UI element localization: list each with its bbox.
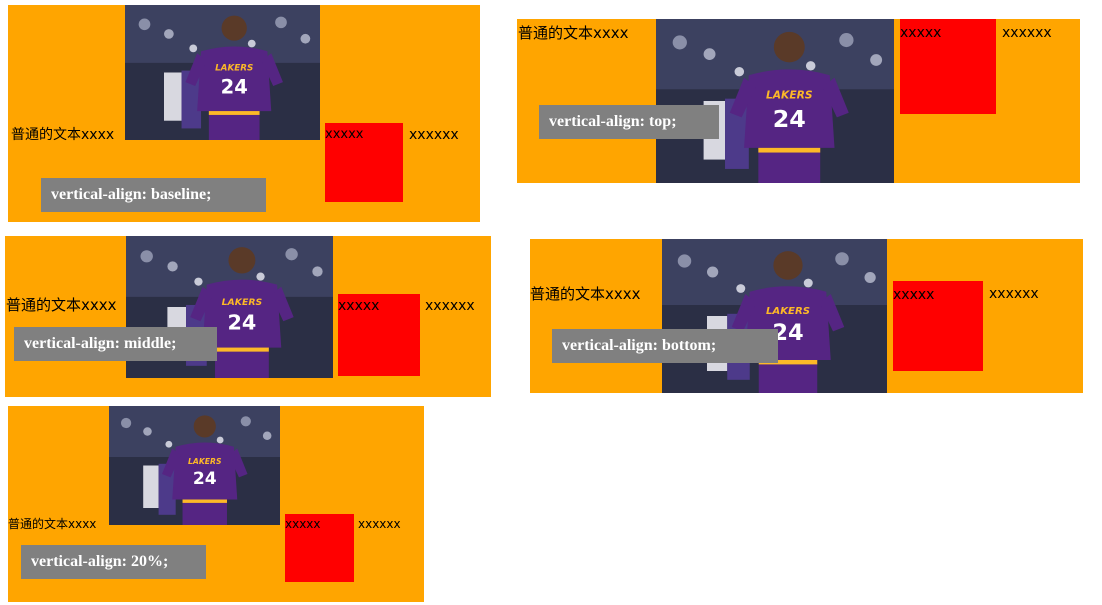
- player-photo-image: LAKERS 24: [656, 19, 894, 183]
- svg-text:24: 24: [228, 311, 257, 335]
- player-photo-image: LAKERS 24: [109, 406, 280, 525]
- panel-middle: 普通的文本xxxx LAKERS 24 xxxxx xxxxxx vertical…: [5, 236, 491, 397]
- trailing-text: xxxxxx: [409, 127, 459, 143]
- svg-text:24: 24: [193, 469, 217, 489]
- vertical-align-label: vertical-align: baseline;: [41, 178, 266, 212]
- plain-text: 普通的文本xxxx: [8, 517, 97, 531]
- player-photo-image: LAKERS 24: [125, 5, 320, 140]
- red-box-text: xxxxx: [325, 127, 364, 142]
- player-photo-image: LAKERS 24: [126, 236, 333, 378]
- svg-text:24: 24: [773, 105, 806, 133]
- panel-top: 普通的文本xxxx LAKERS 24 xxxxx xxxxxx vertical…: [517, 19, 1080, 183]
- plain-text: 普通的文本xxxx: [518, 24, 629, 42]
- svg-text:24: 24: [221, 76, 248, 99]
- svg-text:LAKERS: LAKERS: [215, 64, 253, 74]
- svg-text:LAKERS: LAKERS: [766, 89, 813, 102]
- trailing-text: xxxxxx: [1002, 25, 1052, 41]
- vertical-align-label: vertical-align: middle;: [14, 327, 217, 361]
- trailing-text: xxxxxx: [358, 517, 401, 531]
- svg-text:LAKERS: LAKERS: [766, 306, 810, 317]
- vertical-align-label: vertical-align: 20%;: [21, 545, 206, 579]
- red-box: xxxxx: [900, 19, 996, 114]
- svg-text:LAKERS: LAKERS: [188, 457, 222, 466]
- svg-text:LAKERS: LAKERS: [222, 297, 263, 308]
- vertical-align-label: vertical-align: bottom;: [552, 329, 778, 363]
- plain-text: 普通的文本xxxx: [11, 127, 115, 143]
- panel-baseline: LAKERS 24 普通的文本xxxx xxxxx xxxxxx vertical…: [8, 5, 480, 222]
- panel-percent: LAKERS 24 普通的文本xxxx xxxxx xxxxxx vertical…: [8, 406, 424, 602]
- red-box-text: xxxxx: [900, 25, 942, 41]
- red-box-text: xxxxx: [285, 517, 321, 531]
- red-box: xxxxx: [338, 294, 420, 376]
- red-box: xxxxx: [285, 514, 354, 582]
- trailing-text: xxxxxx: [425, 298, 475, 314]
- red-box-text: xxxxx: [338, 298, 380, 314]
- red-box: xxxxx: [893, 281, 983, 371]
- red-box-text: xxxxx: [893, 287, 935, 303]
- plain-text: 普通的文本xxxx: [530, 285, 641, 303]
- plain-text: 普通的文本xxxx: [6, 296, 117, 314]
- trailing-text: xxxxxx: [989, 286, 1039, 302]
- vertical-align-label: vertical-align: top;: [539, 105, 719, 139]
- red-box: xxxxx: [325, 123, 403, 202]
